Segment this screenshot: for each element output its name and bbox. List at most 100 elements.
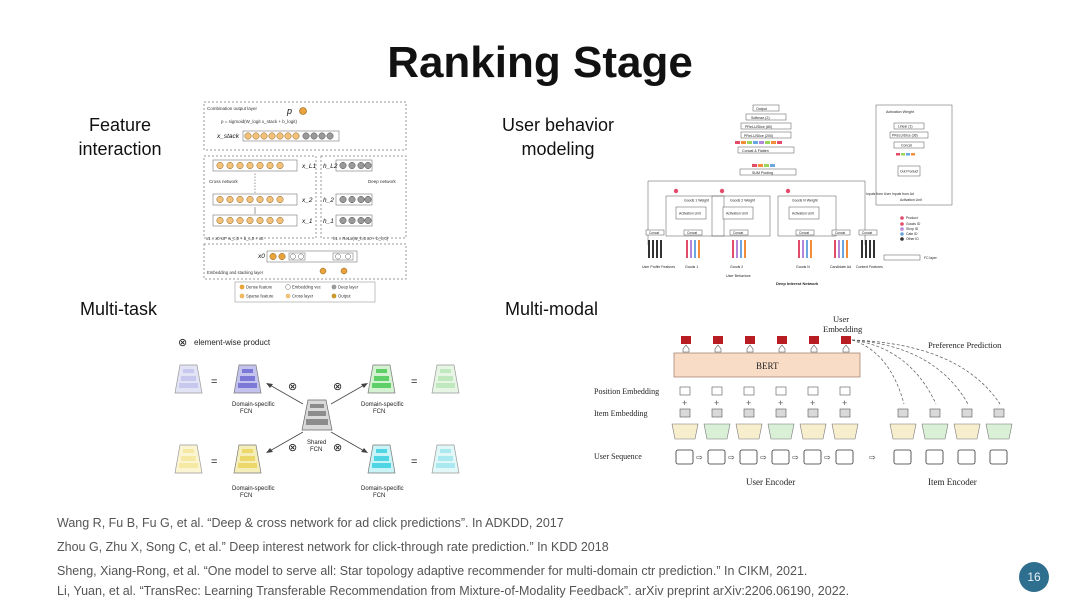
din-au-out-product <box>897 165 921 177</box>
product-legend-symbol: ⊗ <box>178 337 187 349</box>
din-pooling: SUM Pooling <box>752 171 773 175</box>
din-user-profile: User Profile Features <box>642 265 675 269</box>
star-product-br: ⊗ <box>333 442 342 454</box>
cross-network-box <box>203 155 317 239</box>
x0-label: x0 <box>257 253 265 260</box>
user-embedding-line2: Embedding <box>823 324 863 334</box>
page-number-badge: 16 <box>1019 562 1049 592</box>
deep-formula: h1 = ReLu(W_h,0 x0 + b_h,0) <box>333 236 389 241</box>
din-concat-1: Concat <box>649 231 659 235</box>
star-equals-bl: = <box>211 456 217 468</box>
din-legend-goods: Goods ID <box>906 222 921 226</box>
cross-formula: x1 = x0 x0ᵀ w_c,0 + b_c,0 + x0 <box>206 236 264 241</box>
din-candidate-ad: Candidate Ad <box>830 265 851 269</box>
din-au-title: Activation Weight <box>886 110 914 114</box>
combination-layer-box <box>203 101 407 151</box>
embedding-layer-box <box>203 243 407 280</box>
din-activation-units <box>665 188 837 237</box>
din-au-concat-label: Concat <box>901 144 912 148</box>
legend-dense: Dense feature <box>246 285 273 290</box>
legend-embedding: Embedding vec <box>292 285 321 290</box>
din-au-prelu <box>889 131 929 139</box>
legend-sparse-dot <box>239 293 245 299</box>
reference-dcn: Wang R, Fu B, Fu G, et al. “Deep & cross… <box>57 516 564 530</box>
legend-output-dot <box>331 293 337 299</box>
svg-text:+: + <box>682 398 687 408</box>
item-encoders <box>671 423 1013 440</box>
din-au-detail-box <box>875 104 953 206</box>
din-legend-goods-dot <box>900 222 904 226</box>
din-concat-3: Concat <box>733 231 743 235</box>
star-domain-bl-line1: Domain-specific <box>232 486 275 492</box>
din-feature-bars <box>648 240 875 258</box>
user-behavior-line1: User behavior <box>501 115 615 135</box>
output-node <box>299 107 307 115</box>
din-concat-boxes <box>645 229 878 236</box>
position-embeddings <box>679 386 851 396</box>
din-output: Output <box>756 107 767 111</box>
output-symbol: p <box>286 106 292 116</box>
din-concat-4: Concat <box>799 231 809 235</box>
din-goods1: Goods 1 <box>685 265 698 269</box>
din-figure: Output Softmax (2) PReLU/Dice (80) PReLU… <box>642 104 953 286</box>
star-domain-br-line2: FCN <box>373 493 385 499</box>
din-legend-other-dot <box>900 237 904 241</box>
din-goods1-weight: Goods 1 Weight <box>684 199 709 203</box>
star-domain-top-left <box>174 364 262 394</box>
legend-sparse: Sparse feature <box>246 294 274 299</box>
transrec-figure: User Embedding Preference Prediction BER… <box>594 314 1013 487</box>
din-activation-unit-1: Activation Unit <box>679 212 701 216</box>
star-domain-tr-line1: Domain-specific <box>361 402 404 408</box>
din-prelu-200: PReLU/Dice (200) <box>744 134 773 138</box>
combination-layer-label: Combination output layer <box>207 106 258 111</box>
din-goods2: Goods 2 <box>730 265 743 269</box>
din-concat-6: Concat <box>862 231 872 235</box>
feature-interaction-line1: Feature <box>88 115 152 135</box>
din-goodsn: Goods N <box>796 265 810 269</box>
x0-vector <box>266 250 358 263</box>
din-au-bars <box>896 153 915 156</box>
din-legend-cate-dot <box>900 232 904 236</box>
star-product-tl: ⊗ <box>288 381 297 393</box>
din-legend-product: Product <box>906 216 918 220</box>
star-domain-bottom-right <box>367 444 460 474</box>
din-pooling-box <box>739 168 797 176</box>
star-equals-tr: = <box>411 376 417 388</box>
star-domain-bottom-left <box>174 444 262 474</box>
svg-text:⇨: ⇨ <box>869 453 876 462</box>
cross-label-1: x_1 <box>301 218 313 225</box>
star-equals-br: = <box>411 456 417 468</box>
din-pooling-bar <box>752 164 775 167</box>
din-au-linear <box>893 122 925 130</box>
deep-network-box <box>320 155 407 239</box>
star-domain-bl-line2: FCN <box>240 493 252 499</box>
legend-cross: Cross layer <box>292 294 314 299</box>
star-figure: ⊗ element-wise product = Domain-specific… <box>174 337 460 499</box>
user-behavior-line2: modeling <box>521 139 595 159</box>
sequence-item-icons <box>675 449 1008 465</box>
stack-nodes <box>244 132 334 140</box>
din-legend-shop: Shop ID <box>906 227 919 231</box>
reference-transrec: Li, Yuan, et al. “TransRec: Learning Tra… <box>57 584 850 598</box>
svg-text:+: + <box>842 398 847 408</box>
preference-label: Preference Prediction <box>928 340 1002 350</box>
preference-curves <box>851 339 1001 405</box>
cross-layers <box>212 159 298 227</box>
multi-modal-label: Multi-modal <box>505 299 599 319</box>
legend-output: Output <box>338 294 351 299</box>
cross-network-label: Cross network <box>209 179 239 184</box>
svg-text:⇨: ⇨ <box>696 453 703 462</box>
legend-embedding-dot <box>285 284 291 290</box>
deep-network-label: Deep network <box>368 179 397 184</box>
din-activation-unit-n: Activation Unit <box>792 212 814 216</box>
din-user-behaviors: User Behaviors <box>726 274 751 278</box>
cross-label-l1: x_L1 <box>301 163 316 170</box>
svg-text:+: + <box>714 398 719 408</box>
reference-din: Zhou G, Zhu X, Song C, et al.” Deep inte… <box>57 540 609 554</box>
user-embedding-line1: User <box>833 314 849 324</box>
svg-text:+: + <box>778 398 783 408</box>
din-concat-2: Concat <box>687 231 697 235</box>
star-domain-tl-line1: Domain-specific <box>232 402 275 408</box>
svg-text:+: + <box>810 398 815 408</box>
din-au-prelu-label: PReLU/Dice (36) <box>892 134 918 138</box>
